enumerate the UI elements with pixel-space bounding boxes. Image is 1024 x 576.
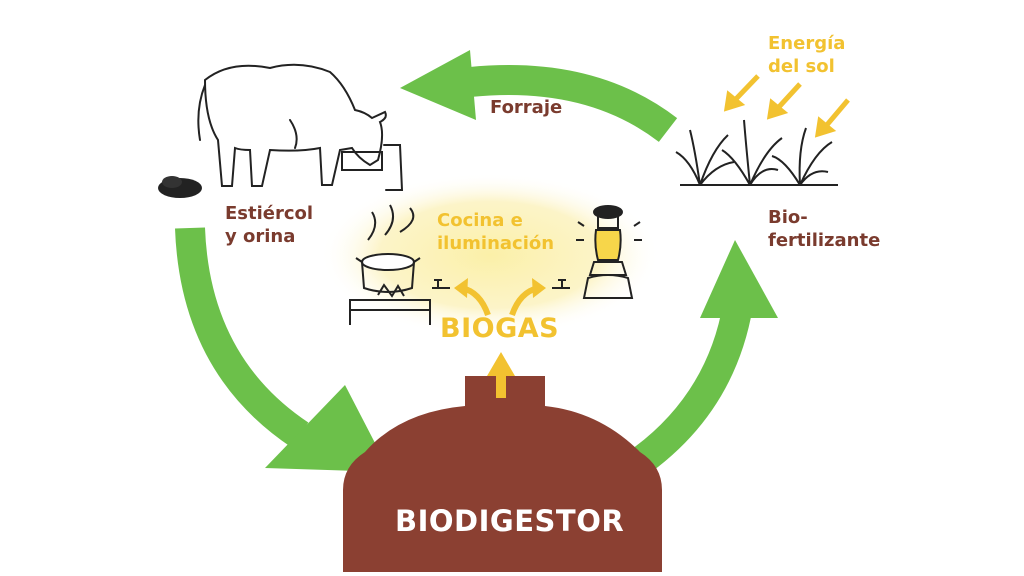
sun-energy-label-line2: del sol [768,55,835,77]
manure-label-line1: Estiércol [225,203,314,224]
forage-label: Forraje [490,97,563,118]
sun-energy-label: Energía del sol [768,33,845,78]
biofertilizer-label-line1: Bio- [768,207,808,228]
cycle-arrow-biofertilizer [619,240,778,483]
manure-label: Estiércol y orina [225,203,313,248]
manure-label-line2: y orina [225,225,296,247]
cycle-arrow-manure [175,227,390,472]
biogas-up-arrow [487,352,515,398]
biodigester-tank [343,376,662,572]
biogas-label: BIOGAS [440,313,560,344]
cooking-pot-icon [349,204,431,325]
biogas-to-lamp-arrow [509,278,546,317]
plants-icon [675,119,838,186]
lantern-icon [576,205,642,299]
cooking-lighting-label-line2: iluminación [437,232,555,254]
cow-icon [197,63,404,191]
sun-rays-icon [723,74,850,138]
biogas-to-stove-arrow [454,278,491,317]
biodigester-label: BIODIGESTOR [395,504,625,538]
biofertilizer-label-line2: fertilizante [768,229,881,251]
manure-icon [158,176,202,198]
biofertilizer-label: Bio- fertilizante [768,207,880,252]
gas-valve-icon [432,279,570,289]
sun-energy-label-line1: Energía [768,33,846,54]
cooking-lighting-label-line1: Cocina e [437,210,523,231]
cooking-lighting-label: Cocina e iluminación [437,210,554,255]
cycle-arrow-forage [400,50,678,143]
biogas-glow [320,173,660,337]
